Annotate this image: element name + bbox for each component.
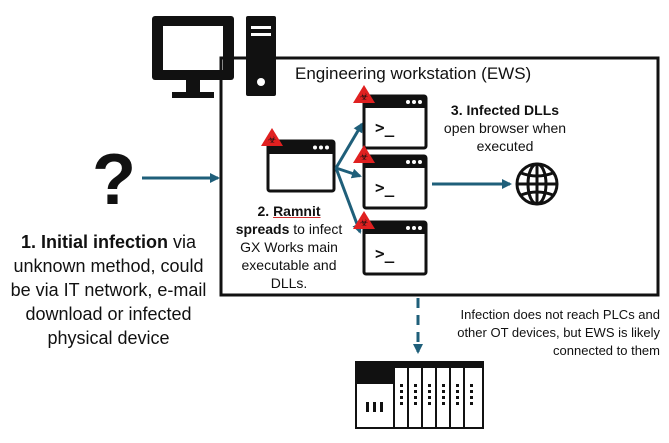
- terminal-prompt-2: >_: [375, 178, 395, 197]
- svg-text:☣: ☣: [360, 152, 369, 163]
- question-mark-icon: ?: [92, 140, 136, 220]
- step2-spreads: spreads: [235, 221, 290, 237]
- terminal-prompt-3: >_: [375, 244, 395, 263]
- dll-window-2: [362, 154, 428, 210]
- terminal-prompt-1: >_: [375, 118, 395, 137]
- step1-bold: 1. Initial infection: [20, 232, 168, 252]
- dll-window-3: [362, 220, 428, 276]
- biohazard-warning-icon: ☣: [261, 128, 283, 146]
- svg-text:☣: ☣: [268, 135, 277, 146]
- step2-text: to infect GX Works main executable and D…: [240, 221, 343, 291]
- plc-rack-icon: [355, 361, 484, 429]
- step2-number: 2.: [257, 203, 274, 219]
- svg-text:☣: ☣: [360, 92, 369, 103]
- step3-text: open browser when executed: [443, 120, 567, 154]
- step3-bold: 3. Infected DLLs: [450, 102, 560, 118]
- step1-text: via unknown method, could be via IT netw…: [10, 232, 207, 348]
- computer-icon: [152, 16, 276, 98]
- ews-boundary-box: [219, 56, 660, 297]
- dll-window-1: [362, 94, 428, 150]
- ews-title: Engineering workstation (EWS): [295, 64, 532, 83]
- step3-label: 3. Infected DLLs open browser when execu…: [440, 101, 570, 155]
- step2-name: Ramnit: [273, 203, 321, 219]
- biohazard-warning-icon-1: ☣: [353, 85, 375, 103]
- step1-label: 1. Initial infection via unknown method,…: [6, 230, 211, 350]
- biohazard-warning-icon-2: ☣: [353, 145, 375, 163]
- svg-text:☣: ☣: [360, 218, 369, 229]
- globe-icon: [515, 162, 559, 206]
- ramnit-window-icon: [266, 139, 336, 193]
- step2-label: 2. Ramnit spreads to infect GX Works mai…: [230, 202, 348, 292]
- biohazard-warning-icon-3: ☣: [353, 211, 375, 229]
- spread-arrows: [334, 122, 364, 234]
- plc-note: Infection does not reach PLCs and other …: [457, 307, 660, 358]
